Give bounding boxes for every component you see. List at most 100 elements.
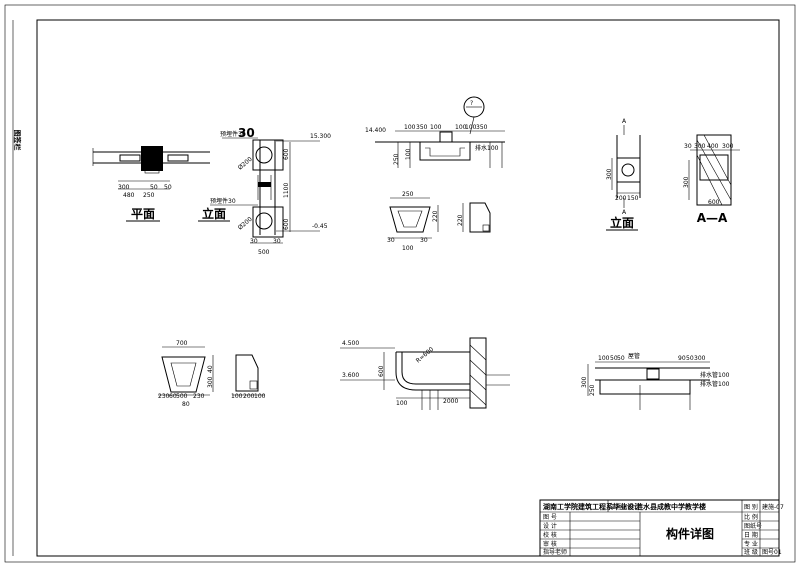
dim-text: 300 bbox=[722, 143, 734, 150]
dim-text: 30 bbox=[420, 237, 428, 244]
note-text: 屋管 bbox=[628, 352, 640, 360]
drawing-code: 建施-07 bbox=[762, 503, 784, 511]
plan-column-block bbox=[141, 146, 163, 171]
dim-text: 350 bbox=[416, 124, 428, 131]
title-row-label: 校 核 bbox=[543, 531, 557, 539]
dim-text: 2000 bbox=[443, 398, 458, 405]
dim-text: 100 bbox=[254, 393, 266, 400]
dim-text: 150 bbox=[627, 195, 639, 202]
pipe-circle bbox=[255, 146, 273, 164]
title-row-label: 审 核 bbox=[543, 540, 557, 548]
view-label-plan: 平面 bbox=[131, 207, 155, 221]
drawing-title: 构件详图 bbox=[666, 526, 714, 541]
outer-border bbox=[4, 4, 796, 563]
dim-text: 1100 bbox=[283, 183, 290, 198]
dim-text: 100 bbox=[231, 393, 243, 400]
elevation-1-view: 600 1100 600 15.300 -0.45 预埋件30 30 预埋件30… bbox=[198, 126, 331, 256]
small-trough-detail: 250 30 100 30 220 220 bbox=[387, 191, 491, 252]
note-text: 排水管100 bbox=[700, 380, 730, 388]
note-text: 30 bbox=[238, 126, 255, 140]
dim-text: 100 bbox=[598, 355, 610, 362]
title-row-label: 设 计 bbox=[543, 522, 557, 530]
dim-text: 100 bbox=[455, 124, 467, 131]
dim-text: 30 bbox=[250, 238, 258, 245]
dim-text: Ø200 bbox=[237, 216, 254, 232]
title-row-label: 日 期 bbox=[744, 531, 758, 539]
school-name: 湖南工学院建筑工程系毕业设计 bbox=[543, 502, 641, 511]
title-row-label: 比 例 bbox=[744, 513, 758, 521]
view-label-elevation-2: 立面 bbox=[610, 215, 634, 230]
dim-text: 250 bbox=[589, 384, 596, 396]
project-label: 工程名称: bbox=[610, 503, 636, 511]
dim-text: 30 bbox=[684, 143, 692, 150]
dim-text: 50 bbox=[686, 355, 694, 362]
gutter-detail: 14.400 100 350 100 100 100 350 250 100 排… bbox=[365, 96, 505, 168]
title-block: 湖南工学院建筑工程系毕业设计 工程名称: 涟水县成教中学教学楼 构件详图 图 号… bbox=[539, 499, 784, 557]
dim-text: 100 bbox=[430, 124, 442, 131]
title-row-label: 专 业 bbox=[744, 540, 758, 548]
canopy-detail: 4.500 3.600 600 R=600 2000 100 bbox=[340, 337, 510, 410]
dim-text: 600 bbox=[283, 218, 290, 230]
view-label-elevation-1: 立面 bbox=[202, 206, 226, 221]
dim-text: 700 bbox=[176, 340, 188, 347]
dim-text: 100 bbox=[396, 400, 408, 407]
dim-text: 100 bbox=[404, 124, 416, 131]
cut-mark: A bbox=[622, 209, 627, 216]
dim-text: 80 bbox=[182, 401, 190, 408]
elevation-mark: 4.500 bbox=[342, 340, 359, 347]
section-aa-view: 30 300 400 300 300 600 A—A bbox=[683, 134, 740, 225]
view-label-section: A—A bbox=[697, 211, 728, 225]
dim-text: 600 bbox=[708, 199, 720, 206]
dim-text: 220 bbox=[432, 210, 439, 222]
dim-text: 60 bbox=[169, 393, 177, 400]
dim-text: 250 bbox=[143, 192, 155, 199]
dim-text: 40 bbox=[207, 365, 214, 373]
sheet-number: 图号01 bbox=[762, 549, 782, 556]
note-text: 预埋件30 bbox=[220, 130, 246, 138]
dim-text: 50 bbox=[164, 184, 172, 191]
dim-text: 50 bbox=[150, 184, 158, 191]
dim-text: 300 bbox=[606, 168, 613, 180]
dim-text: 500 bbox=[258, 249, 270, 256]
dim-text: 100 bbox=[402, 245, 414, 252]
dim-text: 220 bbox=[457, 214, 464, 226]
note-text: 排水管100 bbox=[700, 371, 730, 379]
elevation-2-view: A A 300 200 150 立面 bbox=[606, 118, 641, 231]
elevation-mark: 15.300 bbox=[310, 133, 331, 140]
dim-text: 230 bbox=[158, 393, 170, 400]
dim-text: 50 bbox=[610, 355, 618, 362]
dim-text: 300 bbox=[694, 355, 706, 362]
side-label: 图签栏 bbox=[13, 130, 22, 151]
pipe-circle bbox=[255, 212, 273, 230]
dim-text: 600 bbox=[283, 148, 290, 160]
large-trough-detail: 700 230 60 500 230 80 40 300 100 200 100 bbox=[158, 340, 266, 408]
note-text: R=600 bbox=[415, 346, 435, 365]
inner-border bbox=[36, 19, 780, 557]
pipe-circle bbox=[621, 163, 635, 177]
title-row-label: 图纸号 bbox=[744, 522, 762, 530]
right-gutter-detail: 100 50 50 90 50 300 屋管 排水管100 排水管100 300… bbox=[581, 352, 730, 410]
title-row-label: 图 号 bbox=[543, 514, 557, 521]
dim-text: 300 bbox=[683, 176, 690, 188]
elevation-mark: -0.45 bbox=[312, 223, 328, 230]
cut-mark: A bbox=[622, 118, 627, 125]
title-row-label: 班 级 bbox=[744, 548, 758, 556]
note-text: 预埋件30 bbox=[210, 197, 236, 205]
elevation-mark: 3.600 bbox=[342, 372, 359, 379]
dim-text: 200 bbox=[615, 195, 627, 202]
detail-index-text: ? bbox=[470, 100, 473, 107]
dim-text: 350 bbox=[476, 124, 488, 131]
dim-text: 300 bbox=[694, 143, 706, 150]
dim-text: 230 bbox=[193, 393, 205, 400]
dim-text: 480 bbox=[123, 192, 135, 199]
dim-text: 300 bbox=[207, 376, 214, 388]
dim-text: 30 bbox=[273, 238, 281, 245]
dim-text: 200 bbox=[243, 393, 255, 400]
project-name: 涟水县成教中学教学楼 bbox=[636, 502, 706, 511]
dim-text: 400 bbox=[707, 143, 719, 150]
dim-text: 500 bbox=[176, 393, 188, 400]
dim-text: 300 bbox=[581, 376, 588, 388]
plan-view: 300 480 250 50 50 平面 bbox=[92, 146, 210, 222]
dim-text: 250 bbox=[402, 191, 414, 198]
title-row-label: 指导老师 bbox=[543, 548, 567, 556]
